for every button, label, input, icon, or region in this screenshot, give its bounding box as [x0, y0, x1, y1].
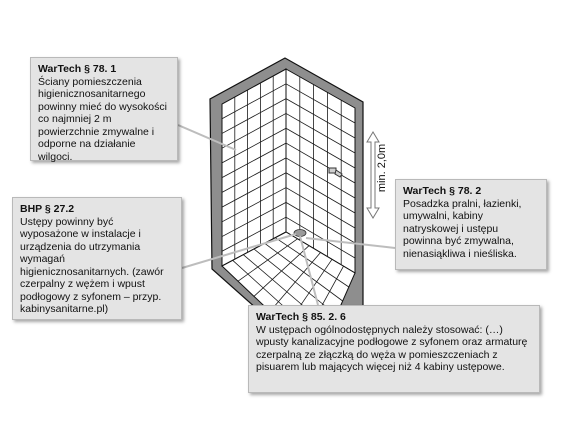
right-wall-grid-line — [285, 187, 356, 229]
right-wall-grid-line — [285, 172, 356, 214]
left-wall-grid-line — [221, 157, 287, 193]
right-wall-grid-line — [285, 127, 356, 169]
leader-line-27-2 — [181, 233, 297, 269]
right-wall-grid-line — [285, 157, 356, 199]
right-wall-grid-line — [285, 142, 356, 184]
floor-grid-line — [269, 252, 321, 312]
height-dimension-label: min. 2,0m — [376, 143, 389, 193]
left-wall-grid-line — [221, 142, 287, 178]
left-wall-grid-line — [221, 202, 287, 237]
floor-drain-icon — [293, 229, 307, 237]
floor-grid-line — [253, 245, 310, 297]
callout-body: Ściany pomieszczenia higienicznosanitarn… — [38, 75, 167, 163]
callout-body: Ustępy powinny być wyposażone w instalac… — [20, 215, 164, 316]
callout-body: Posadzka pralni, łazienki, umywalni, kab… — [403, 197, 522, 260]
callout-title: WarTech § 78. 2 — [403, 185, 482, 197]
callout-wartech-85-2-6: WarTech § 85. 2. 6 W ustępach ogólnodost… — [248, 305, 540, 393]
right-wall-grid-line — [285, 202, 356, 244]
callout-title: WarTech § 78. 1 — [38, 63, 117, 75]
leader-line-85 — [299, 235, 319, 306]
callout-wartech-78-2: WarTech § 78. 2 Posadzka pralni, łazienk… — [395, 179, 547, 270]
left-wall-grid-line — [221, 127, 287, 164]
left-wall-grid-line — [221, 187, 287, 223]
left-wall-grid-line — [221, 98, 287, 134]
right-wall-grid-line — [285, 216, 356, 259]
leader-line-78-1 — [177, 124, 237, 151]
right-wall-grid-line — [285, 98, 356, 139]
callout-bhp-27-2: BHP § 27.2 Ustępy powinny być wyposażone… — [12, 197, 182, 320]
right-wall-grid-line — [285, 83, 356, 124]
callout-wartech-78-1: WarTech § 78. 1 Ściany pomieszczenia hig… — [30, 57, 178, 163]
left-wall-grid-line — [221, 113, 287, 149]
leader-line-78-2 — [305, 237, 396, 249]
callout-title: BHP § 27.2 — [20, 203, 75, 215]
height-dimension-arrow — [366, 131, 380, 219]
left-wall-grid-line — [221, 172, 287, 208]
left-wall-grid-line — [221, 216, 287, 252]
wall-tap-icon — [328, 167, 343, 178]
callout-title: WarTech § 85. 2. 6 — [256, 311, 346, 323]
floor-grid-line — [237, 238, 298, 282]
left-wall-tiles — [221, 68, 287, 267]
callout-body: W ustępach ogólnodostępnych należy stoso… — [256, 323, 528, 374]
right-wall-grid-line — [285, 113, 356, 154]
left-wall-grid-line — [221, 83, 287, 120]
